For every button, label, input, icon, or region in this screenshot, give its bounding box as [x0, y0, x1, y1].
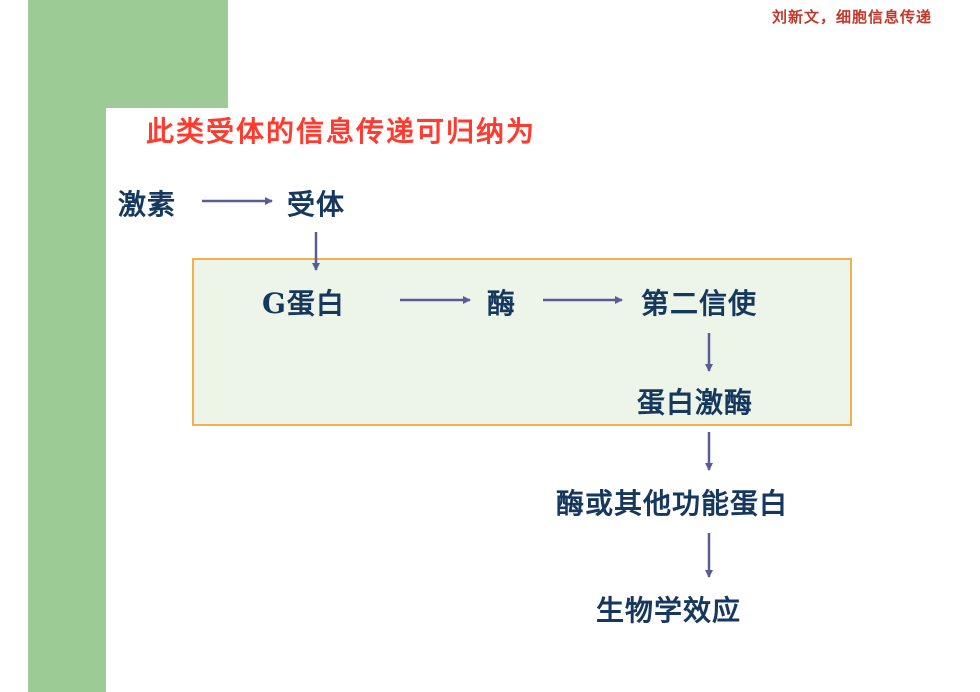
g-protein-pathway-box [192, 258, 852, 426]
node-g-protein: G蛋白 [262, 287, 345, 320]
slide-title: 此类受体的信息传递可归纳为 [146, 115, 537, 148]
node-protein-kinase: 蛋白激酶 [637, 386, 754, 419]
decorative-green-sidebar [28, 108, 106, 692]
header-credit: 刘新文，细胞信息传递 [771, 8, 932, 26]
node-biological-effect: 生物学效应 [596, 594, 742, 627]
decorative-green-header-block [28, 0, 228, 108]
node-enzyme: 酶 [487, 287, 517, 320]
node-second-messenger: 第二信使 [641, 287, 758, 320]
node-hormone: 激素 [118, 188, 177, 221]
node-receptor: 受体 [287, 188, 346, 221]
node-target-protein: 酶或其他功能蛋白 [556, 487, 789, 520]
